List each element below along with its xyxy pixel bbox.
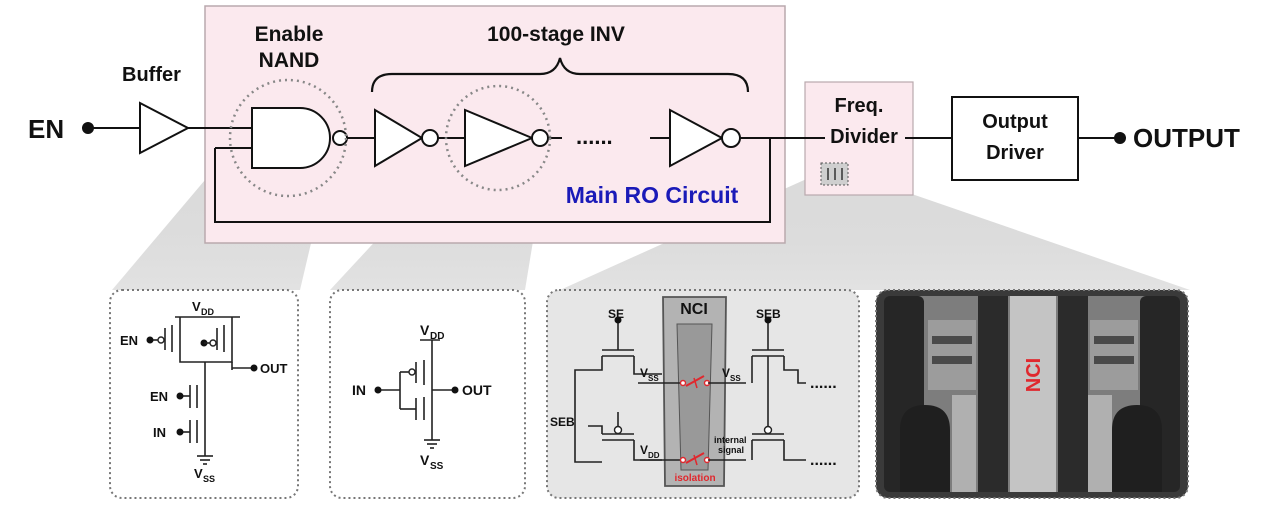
- nand-vdd-label: V: [192, 299, 201, 314]
- inv-vss-label: V: [420, 452, 430, 468]
- nci-seb-label: SEB: [756, 307, 781, 321]
- inv-vdd-label: V: [420, 322, 430, 338]
- en-input-label: EN: [28, 114, 64, 144]
- nci-se-label: SE: [608, 307, 624, 321]
- zoom-divider: [560, 172, 1190, 290]
- nand-label-line2: NAND: [259, 49, 320, 72]
- inverter-2: [464, 108, 535, 168]
- micrograph-nci-label: NCI: [1023, 358, 1045, 392]
- nand-en-mid-label: EN: [150, 389, 168, 404]
- nand-vss-label: V: [194, 466, 203, 481]
- inverter-schematic-panel: V DD IN OUT V SS: [329, 289, 526, 499]
- inv-vss-sub: SS: [430, 461, 444, 472]
- output-label: OUTPUT: [1133, 123, 1240, 153]
- stages-brace: [370, 57, 750, 93]
- inverter-highlight-circle: [444, 84, 552, 192]
- stages-dots: ......: [576, 124, 613, 149]
- nand-en-top-label: EN: [120, 333, 138, 348]
- nci-signal-label: signal: [718, 445, 744, 455]
- inverter-last: [669, 108, 725, 168]
- nci-vss-left: V: [640, 366, 648, 380]
- nci-vdd-left-sub: DD: [648, 451, 660, 460]
- nci-vdd-left: V: [640, 443, 648, 457]
- nci-schematic-panel: NCI: [546, 289, 860, 499]
- nand-out-label: OUT: [260, 361, 288, 376]
- buffer-symbol: [139, 101, 191, 155]
- inv-vdd-sub: DD: [430, 331, 444, 342]
- nci-vss-left-sub: SS: [648, 374, 659, 383]
- nci-dots-bottom: ......: [810, 452, 837, 469]
- nand-schematic-panel: V DD EN OUT EN IN V SS: [109, 289, 299, 499]
- nci-vss-right: V: [722, 366, 730, 380]
- inv-out-label: OUT: [462, 382, 492, 398]
- buffer-label: Buffer: [122, 64, 181, 86]
- stages-label: 100-stage INV: [487, 23, 625, 46]
- nci-seb-left-label: SEB: [550, 415, 575, 429]
- nci-internal-label: internal: [714, 435, 747, 445]
- nand-vdd-sub: DD: [201, 307, 214, 317]
- inverter-1: [374, 108, 424, 168]
- output-driver-block: [951, 96, 1079, 181]
- nci-title: NCI: [680, 301, 708, 318]
- inv-in-label: IN: [352, 382, 366, 398]
- divider-label-line1: Freq.: [835, 95, 884, 117]
- nci-isolation-label: isolation: [674, 473, 715, 484]
- driver-label-line1: Output: [982, 111, 1048, 133]
- driver-label-line2: Driver: [986, 142, 1044, 164]
- nand-label-line1: Enable: [255, 23, 324, 46]
- ro-circuit-label: Main RO Circuit: [566, 182, 739, 208]
- nand-gate-symbol: [251, 107, 331, 169]
- nand-vss-sub: SS: [203, 474, 215, 484]
- micrograph-panel: NCI: [875, 289, 1189, 499]
- divider-label-line2: Divider: [830, 126, 898, 148]
- nand-highlight-circle: [228, 78, 348, 198]
- nci-dots-top: ......: [810, 375, 837, 392]
- nand-in-label: IN: [153, 425, 166, 440]
- nci-vss-right-sub: SS: [730, 374, 741, 383]
